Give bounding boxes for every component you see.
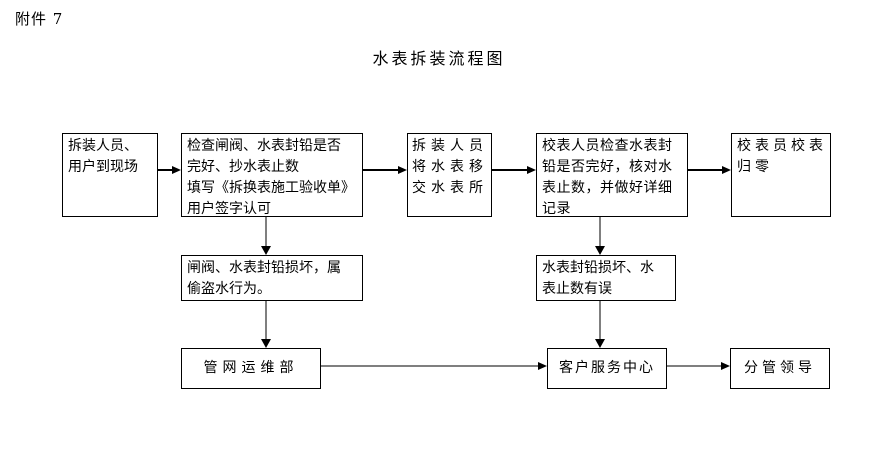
page-title: 水表拆装流程图: [372, 49, 506, 68]
arrow-verify-to-damaged-head: [595, 246, 605, 255]
arrow-pipeline-to-service: [321, 365, 539, 367]
arrow-service-to-leader-head: [721, 362, 730, 370]
arrow-theft-to-pipeline-head: [261, 339, 271, 348]
arrow-damaged-to-service: [599, 301, 601, 340]
flow-node-check-seal: 检查闸阀、水表封铅是否 完好、抄水表止数 填写《拆换表施工验收单》 用户签字认可: [181, 133, 363, 217]
arrow-check-to-transfer: [363, 169, 400, 171]
flow-node-seal-damaged: 水表封铅损坏、水 表止数有误: [536, 255, 676, 301]
arrow-verify-to-damaged: [599, 217, 601, 248]
flow-node-pipeline-dept: 管网运维部: [181, 348, 321, 389]
arrow-verify-to-reset-head: [722, 166, 731, 174]
arrow-damaged-to-service-head: [595, 339, 605, 348]
flow-node-arrive: 拆装人员、 用户到现场: [62, 133, 158, 217]
arrow-transfer-to-verify-head: [527, 166, 536, 174]
flow-node-calibrate-reset: 校表员校表 归零: [731, 133, 831, 217]
flow-node-transfer-meter: 拆装人员 将水表移 交水表所: [407, 133, 492, 217]
flow-node-theft-warning: 闸阀、水表封铅损坏，属 偷盗水行为。: [181, 255, 363, 301]
arrow-arrive-to-check: [158, 169, 174, 171]
arrow-pipeline-to-service-head: [538, 362, 547, 370]
arrow-verify-to-reset: [688, 169, 724, 171]
arrow-theft-to-pipeline: [265, 301, 267, 340]
arrow-check-to-theft: [265, 217, 267, 248]
flow-node-verify-record: 校表人员检查水表封 铅是否完好，核对水 表止数，并做好详细 记录: [536, 133, 688, 217]
flow-node-service-center: 客户服务中心: [547, 348, 667, 389]
arrow-check-to-transfer-head: [398, 166, 407, 174]
flow-node-leader: 分管领导: [730, 348, 830, 389]
arrow-transfer-to-verify: [492, 169, 529, 171]
arrow-service-to-leader: [667, 365, 722, 367]
arrow-check-to-theft-head: [261, 246, 271, 255]
attachment-label: 附件 7: [15, 10, 64, 28]
arrow-arrive-to-check-head: [172, 166, 181, 174]
